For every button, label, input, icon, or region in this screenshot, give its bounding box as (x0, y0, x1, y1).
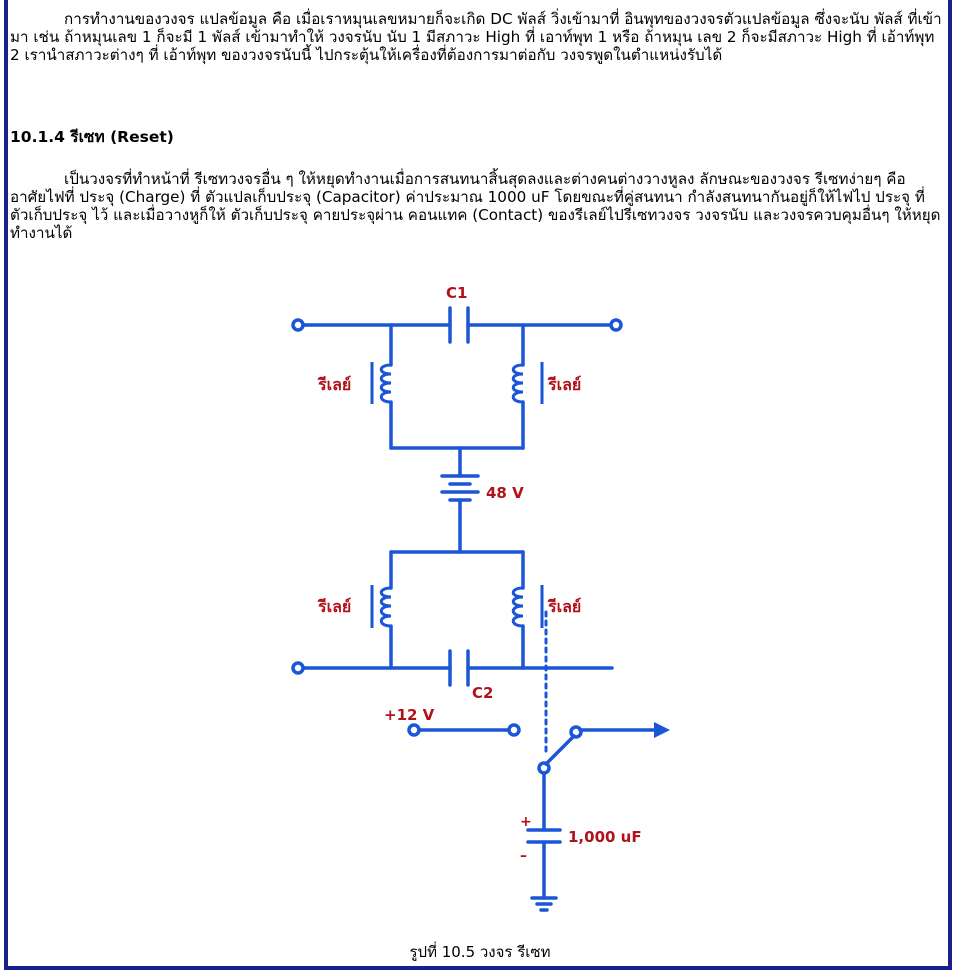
switch-blade (544, 734, 576, 766)
relay-coil-upper-left (370, 362, 392, 404)
terminal-top-left (291, 318, 305, 332)
paragraph-reset: เป็นวงจรที่ทำหน้าที่ รีเซทวงจรอื่น ๆ ให้… (10, 170, 941, 242)
relay-coil-lower-left (370, 585, 392, 628)
relay-label-ur: รีเลย์ (547, 375, 582, 394)
page-frame (4, 0, 952, 970)
switch-contact-a (507, 723, 521, 737)
c1-label: C1 (446, 284, 467, 302)
cap-label: 1,000 uF (568, 828, 642, 846)
relay-coil-lower-right (511, 585, 544, 628)
figure-caption: รูปที่ 10.5 วงจร รีเซท (409, 943, 551, 961)
relay-label-ul: รีเลย์ (317, 375, 352, 394)
supply-label: +12 V (384, 706, 435, 724)
relay-label-ll: รีเลย์ (317, 597, 352, 616)
c2-label: C2 (472, 684, 493, 702)
reset-circuit-figure: C1 รีเลย์ รีเลย์ 48 V รีเลย์ รีเลย์ C2 +… (278, 270, 698, 930)
relay-coils (370, 362, 544, 628)
relay-label-lr: รีเลย์ (547, 597, 582, 616)
terminal-top-right (609, 318, 623, 332)
terminal-bottom-left (291, 661, 305, 675)
paragraph-intro: การทำงานของวงจร แปลข้อมูล คือ เมื่อเราหม… (10, 10, 942, 64)
cap-plus-sign: + (520, 814, 532, 830)
section-heading: 10.1.4 รีเซท (Reset) (10, 128, 174, 146)
circuit-diagram: C1 รีเลย์ รีเลย์ 48 V รีเลย์ รีเลย์ C2 +… (291, 284, 670, 912)
cap-minus-sign: – (520, 848, 527, 864)
output-arrow-icon (654, 722, 670, 738)
battery-label: 48 V (486, 484, 524, 502)
relay-coil-upper-right (511, 362, 544, 404)
